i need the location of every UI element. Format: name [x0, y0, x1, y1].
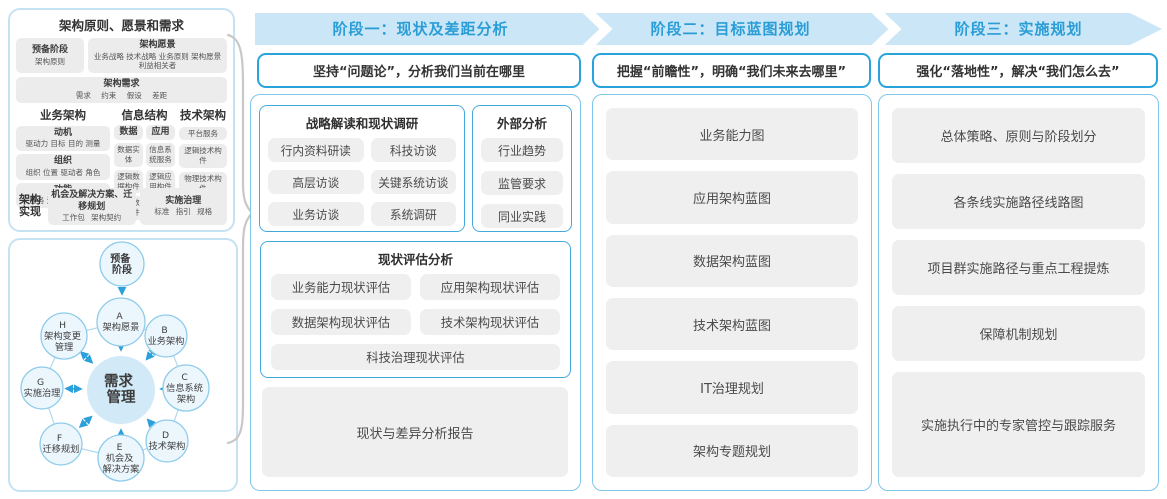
activity-item: 行内资料研读 — [268, 138, 364, 162]
prep-phase-box: 预备阶段 架构原则 — [16, 38, 84, 74]
assessment-item: 科技治理现状评估 — [271, 344, 560, 370]
svg-text:A 架构愿景: A 架构愿景 — [103, 311, 140, 333]
phase-1-panel: 战略解读和现状调研 行内资料研读 科技访谈 高层访谈 关键系统访谈 业务访谈 系… — [250, 94, 581, 491]
activity-item: 行业趋势 — [481, 138, 563, 162]
adm-node-h: H 架构变更 管理 — [40, 312, 88, 360]
svg-text:H 架构变更 管理: H 架构变更 管理 — [44, 320, 84, 353]
deliverable-item: IT治理规划 — [606, 361, 858, 414]
business-architecture-column: 业务架构 动机 驱动力 目标 目的 测量 组织 组织 位置 驱动者 角色 功能 … — [16, 107, 110, 208]
adm-node-g: G 实施治理 — [20, 366, 64, 410]
deliverable-item: 总体策略、原则与阶段划分 — [892, 108, 1145, 164]
activity-item: 监管要求 — [481, 171, 563, 195]
adm-node-a: A 架构愿景 — [96, 297, 146, 347]
architecture-principles-panel: 架构原则、愿景和需求 预备阶段 架构原则 架构愿景 业务战略 技术战略 业务原则… — [8, 8, 235, 232]
chevron-separator-1 — [582, 13, 613, 51]
application-item: 信息系统服务 — [146, 143, 175, 167]
adm-cycle-panel: 需求 管理 预备 阶段 A 架构愿景 — [8, 238, 238, 492]
svg-text:E 机会及 解决方案: E 机会及 解决方案 — [103, 442, 140, 475]
motivation-box: 动机 驱动力 目标 目的 测量 — [16, 125, 110, 152]
requirements-management-node: 需求 管理 — [87, 356, 155, 424]
chevron-separator-2 — [871, 13, 902, 51]
adm-node-c: C 信息系统 架构 — [162, 364, 210, 412]
svg-text:C 信息系统 架构: C 信息系统 架构 — [166, 372, 206, 405]
technology-architecture-column: 技术架构 平台服务 逻辑技术构件 物理技术构件 — [179, 107, 227, 196]
technology-architecture-header: 技术架构 — [180, 107, 226, 122]
assessment-title: 现状评估分析 — [377, 252, 453, 267]
svg-text:B 业务架构: B 业务架构 — [148, 325, 185, 347]
prep-phase-node: 预备 阶段 — [99, 241, 145, 287]
prep-phase-sub: 架构原则 — [35, 56, 65, 66]
current-state-assessment-group: 现状评估分析 业务能力现状评估 应用架构现状评估 数据架构现状评估 技术架构现状… — [260, 241, 571, 378]
deliverable-item: 各条线实施路径线路图 — [892, 174, 1145, 230]
adm-node-f: F 迁移规划 — [39, 422, 83, 466]
svg-text:G 实施治理: G 实施治理 — [24, 377, 61, 399]
technology-item: 平台服务 — [179, 126, 227, 141]
phase-band-shape — [255, 13, 1162, 51]
adm-node-d: D 技术架构 — [145, 419, 189, 463]
deliverable-item: 业务能力图 — [606, 108, 858, 161]
business-architecture-header: 业务架构 — [40, 107, 86, 122]
data-item: 逻辑数据构件 — [114, 169, 143, 194]
activity-item: 系统调研 — [370, 202, 456, 226]
assessment-item: 应用架构现状评估 — [420, 274, 560, 300]
implementation-governance-box: 实施治理 标准 指引 规格 — [139, 187, 227, 225]
architecture-requirements-title: 架构需求 — [103, 79, 140, 90]
svg-text:D 技术架构: D 技术架构 — [149, 430, 186, 452]
activity-item: 关键系统访谈 — [370, 170, 456, 194]
gap-analysis-report-box: 现状与差异分析报告 — [262, 387, 568, 477]
external-analysis-group: 外部分析 行业趋势 监管要求 同业实践 — [472, 105, 572, 232]
phase-header-band: 阶段一：现状及差距分析 阶段二：目标蓝图规划 阶段三：实施规划 — [255, 13, 1165, 51]
architecture-realization-label: 架构实现 — [19, 192, 41, 219]
application-item: 逻辑应用构件 — [146, 169, 175, 194]
deliverable-item: 技术架构蓝图 — [606, 297, 858, 351]
activity-item: 高层访谈 — [268, 170, 364, 194]
strategy-research-group: 战略解读和现状调研 行内资料研读 科技访谈 高层访谈 关键系统访谈 业务访谈 系… — [259, 105, 465, 232]
organization-box: 组织 组织 位置 驱动者 角色 — [16, 154, 110, 180]
information-structure-column: 信息结构 数据 数据实体 逻辑数据构件 物理数据构件 应用 信息系统服务 逻辑应… — [114, 107, 175, 220]
phase-1-subtitle: 坚持“问题论”，分析我们当前在哪里 — [257, 53, 581, 88]
adm-node-b: B 业务架构 — [144, 314, 188, 358]
external-analysis-title: 外部分析 — [496, 116, 547, 131]
assessment-item: 业务能力现状评估 — [271, 274, 411, 300]
assessment-item: 技术架构现状评估 — [420, 309, 560, 335]
deliverable-item: 实施执行中的专家管控与跟踪服务 — [892, 372, 1145, 477]
architecture-requirements-box: 架构需求 需求 约束 假设 差距 — [16, 77, 227, 103]
activity-item: 同业实践 — [481, 204, 563, 228]
architecture-vision-title: 架构愿景 — [139, 40, 176, 50]
opportunities-migration-box: 机会及解决方案、迁移规划 工作包 架构契约 — [48, 187, 136, 225]
information-structure-header: 信息结构 — [121, 107, 168, 122]
activity-item: 科技访谈 — [370, 138, 456, 162]
adm-cycle-diagram: 需求 管理 预备 阶段 A 架构愿景 — [20, 241, 210, 482]
panel-title: 架构原则、愿景和需求 — [58, 18, 184, 33]
data-item: 数据实体 — [114, 143, 143, 167]
adm-node-e: E 机会及 解决方案 — [97, 434, 145, 482]
phase-2-title: 阶段二：目标蓝图规划 — [650, 20, 811, 38]
phase-1-title: 阶段一：现状及差距分析 — [332, 20, 509, 38]
phase-3-title: 阶段三：实施规划 — [954, 20, 1083, 38]
phase-3-subtitle: 强化“落地性”，解决“我们怎么去” — [878, 53, 1158, 88]
phase-2-subtitle: 把握“前瞻性”，明确“我们未来去哪里” — [592, 53, 871, 88]
prep-phase-title: 预备阶段 — [31, 44, 68, 55]
technology-item: 逻辑技术构件 — [179, 144, 227, 168]
architecture-vision-box: 架构愿景 业务战略 技术战略 业务原则 架构愿景 利益相关者 — [88, 38, 227, 74]
data-header-box: 数据 — [114, 124, 143, 141]
assessment-item: 数据架构现状评估 — [271, 309, 411, 335]
svg-text:需求 管理: 需求 管理 — [104, 372, 138, 406]
svg-text:预备 阶段: 预备 阶段 — [110, 252, 133, 276]
architecture-realization-row: 架构实现 机会及解决方案、迁移规划 工作包 架构契约 实施治理 标准 指引 规格 — [16, 187, 227, 225]
phase-2-panel: 业务能力图 应用架构蓝图 数据架构蓝图 技术架构蓝图 IT治理规划 架构专题规划 — [592, 94, 872, 491]
phase-3-panel: 总体策略、原则与阶段划分 各条线实施路径线路图 项目群实施路径与重点工程提炼 保… — [878, 94, 1159, 491]
architecture-vision-sub: 业务战略 技术战略 业务原则 架构愿景 利益相关者 — [93, 51, 222, 71]
deliverable-item: 架构专题规划 — [606, 424, 858, 477]
activity-item: 业务访谈 — [268, 202, 364, 226]
deliverable-item: 项目群实施路径与重点工程提炼 — [892, 240, 1145, 296]
deliverable-item: 保障机制规划 — [892, 306, 1145, 362]
deliverable-item: 数据架构蓝图 — [606, 234, 858, 287]
strategy-research-title: 战略解读和现状调研 — [305, 116, 419, 131]
svg-text:F 迁移规划: F 迁移规划 — [43, 433, 80, 455]
architecture-requirements-sub: 需求 约束 假设 差距 — [75, 90, 168, 100]
deliverable-item: 应用架构蓝图 — [606, 171, 858, 224]
application-header-box: 应用 — [146, 124, 175, 141]
